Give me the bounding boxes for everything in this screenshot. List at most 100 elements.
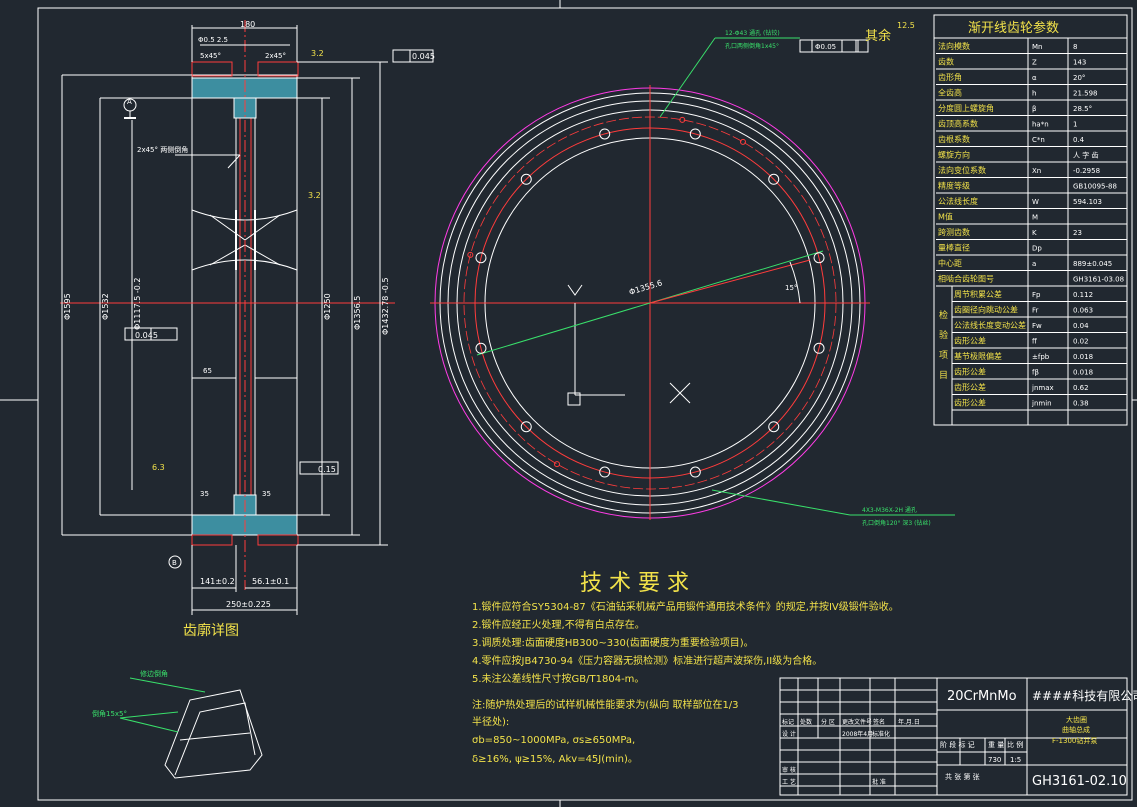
detail-label-1: 修边倒角 (140, 669, 168, 678)
gear-param-name: 齿形公差 (954, 382, 986, 392)
gear-param-name: 基节极限偏差 (954, 351, 1002, 361)
gear-param-value: 28.5° (1073, 105, 1092, 113)
dim-top-width: 180 (240, 20, 255, 29)
scale: 1:5 (1010, 756, 1021, 764)
gear-param-value: 23 (1073, 229, 1082, 237)
tech-line: 4.零件应按JB4730-94《压力容器无损检测》标准进行超声波探伤,II级为合… (472, 654, 822, 667)
gear-param-name: 齿圈径向跳动公差 (954, 305, 1018, 315)
gear-param-name: 全齿高 (938, 88, 962, 98)
gear-param-name: 齿根系数 (938, 134, 970, 144)
dim-bore-dia: Φ1250 (323, 293, 332, 320)
bolt-hole (599, 466, 611, 478)
dim-bottom-total: 250±0.225 (226, 600, 271, 609)
gear-param-value: 0.38 (1073, 400, 1089, 408)
gear-param-symbol: jnmin (1031, 400, 1052, 408)
gear-param-name: 齿顶高系数 (938, 119, 978, 129)
gear-table-grid (933, 14, 1128, 426)
dim-top-left-chamfer: 5x45° (200, 52, 221, 60)
bolt-hole (768, 421, 780, 433)
gear-param-name: 周节积累公差 (954, 289, 1002, 299)
gear-param-value: GH3161-03.08 (1073, 276, 1124, 284)
roughness-top-left: 3.2 (311, 49, 324, 58)
bolt-hole (520, 173, 532, 185)
holes-top-note2: 孔口两侧倒角1x45° (725, 42, 779, 50)
tech-line: 1.锻件应符合SY5304-87《石油钻采机械产品用锻件通用技术条件》的规定,并… (472, 600, 899, 613)
dim-35a: 35 (200, 490, 209, 498)
gear-param-symbol: Fp (1032, 291, 1041, 299)
gear-table-side-label: 检 (939, 309, 948, 321)
material: 20CrMnMo (947, 689, 1017, 704)
gear-param-value: GB10095-88 (1073, 183, 1117, 191)
gear-param-symbol: W (1032, 198, 1039, 206)
gear-param-value: 1 (1073, 121, 1077, 129)
gear-param-value: 8 (1073, 43, 1077, 51)
view-title: 齿廓详图 (183, 622, 239, 639)
gear-param-name: 分度圆上螺旋角 (938, 103, 994, 113)
gear-param-symbol: α (1032, 74, 1037, 82)
gear-param-value: 0.112 (1073, 291, 1093, 299)
gear-param-value: 0.62 (1073, 384, 1089, 392)
holes-bottom-note: 4X3-M36X-2H 通孔 (862, 506, 917, 514)
gear-param-name: 中心距 (938, 258, 962, 268)
gear-param-symbol: C*n (1032, 136, 1045, 144)
tolerance-frames (799, 39, 869, 53)
std-label: 标准化 (872, 730, 890, 738)
rest-roughness: 12.5 (897, 21, 915, 30)
gear-param-value: 889±0.045 (1073, 260, 1112, 268)
holes-top-note: 12-Φ43 通孔 (钻铰) (725, 29, 780, 37)
gear-param-value: 0.02 (1073, 338, 1089, 346)
hdr-mark: 标记 (782, 718, 794, 726)
gear-param-symbol: Xn (1032, 167, 1041, 175)
bolt-hole (813, 342, 825, 354)
dim-outer-dia: Φ1595 (63, 293, 72, 320)
gear-table-title: 渐开线齿轮参数 (968, 20, 1059, 36)
bolt-hole (689, 128, 701, 140)
detail-label-2: 倒角15x5° (92, 709, 127, 718)
gear-table-side-label: 验 (939, 329, 948, 341)
bolt-hole (768, 173, 780, 185)
bolt-hole (475, 252, 487, 264)
gear-param-symbol: a (1032, 260, 1036, 268)
roughness-right: 3.2 (308, 191, 321, 200)
hdr-date: 年.月.日 (898, 718, 920, 726)
gear-param-value: 0.4 (1073, 136, 1085, 144)
hdr-zone: 分 区 (821, 718, 835, 726)
company-name: ####科技有限公司 (1032, 689, 1137, 703)
datum-b: B (172, 559, 177, 567)
bolt-holes (467, 116, 825, 478)
gear-param-name: 齿形公差 (954, 336, 986, 346)
gear-param-name: 跨测齿数 (938, 227, 970, 237)
design-label: 设 计 (782, 730, 796, 738)
bolt-hole (599, 128, 611, 140)
gear-param-symbol: Mn (1032, 43, 1042, 51)
bolt-hole (475, 342, 487, 354)
approve-label: 批 准 (872, 778, 886, 786)
gear-param-name: 法向变位系数 (938, 165, 986, 175)
gear-param-name: 齿形公差 (954, 398, 986, 408)
gear-param-symbol: M (1032, 214, 1038, 222)
gear-param-value: 21.598 (1073, 90, 1098, 98)
gear-param-name: 齿数 (938, 57, 954, 67)
gear-param-symbol: Fr (1032, 307, 1039, 315)
dim-65: 65 (203, 367, 212, 375)
dim-bore2-dia: Φ1356.5 (353, 296, 362, 330)
tech-line: 3.调质处理:齿面硬度HB300~330(齿面硬度为重要检验项目)。 (472, 636, 754, 649)
gear-param-value: 20° (1073, 74, 1085, 82)
hdr-count: 处数 (800, 718, 812, 726)
datum-markers (123, 98, 182, 569)
threaded-hole (467, 251, 474, 258)
threaded-hole (554, 461, 560, 468)
dim-pcd: Φ1355.6 (628, 278, 663, 297)
tech-line: 5.未注公差线性尺寸按GB/T1804-m。 (472, 672, 644, 685)
tech-note-line3: σb=850~1000MPa, σs≥650MPa, (472, 735, 635, 746)
hdr-doc: 更改文件号 (842, 718, 872, 726)
weight-label: 重 量 (988, 741, 1004, 749)
gear-param-value: -0.2958 (1073, 167, 1100, 175)
tech-requirements: 1.锻件应符合SY5304-87《石油钻采机械产品用锻件通用技术条件》的规定,并… (472, 600, 899, 685)
review-label: 审 核 (782, 766, 796, 774)
hdr-sign: 签名 (873, 718, 885, 726)
scale-label: 比 例 (1007, 740, 1023, 749)
gear-param-symbol: ff (1032, 338, 1037, 346)
